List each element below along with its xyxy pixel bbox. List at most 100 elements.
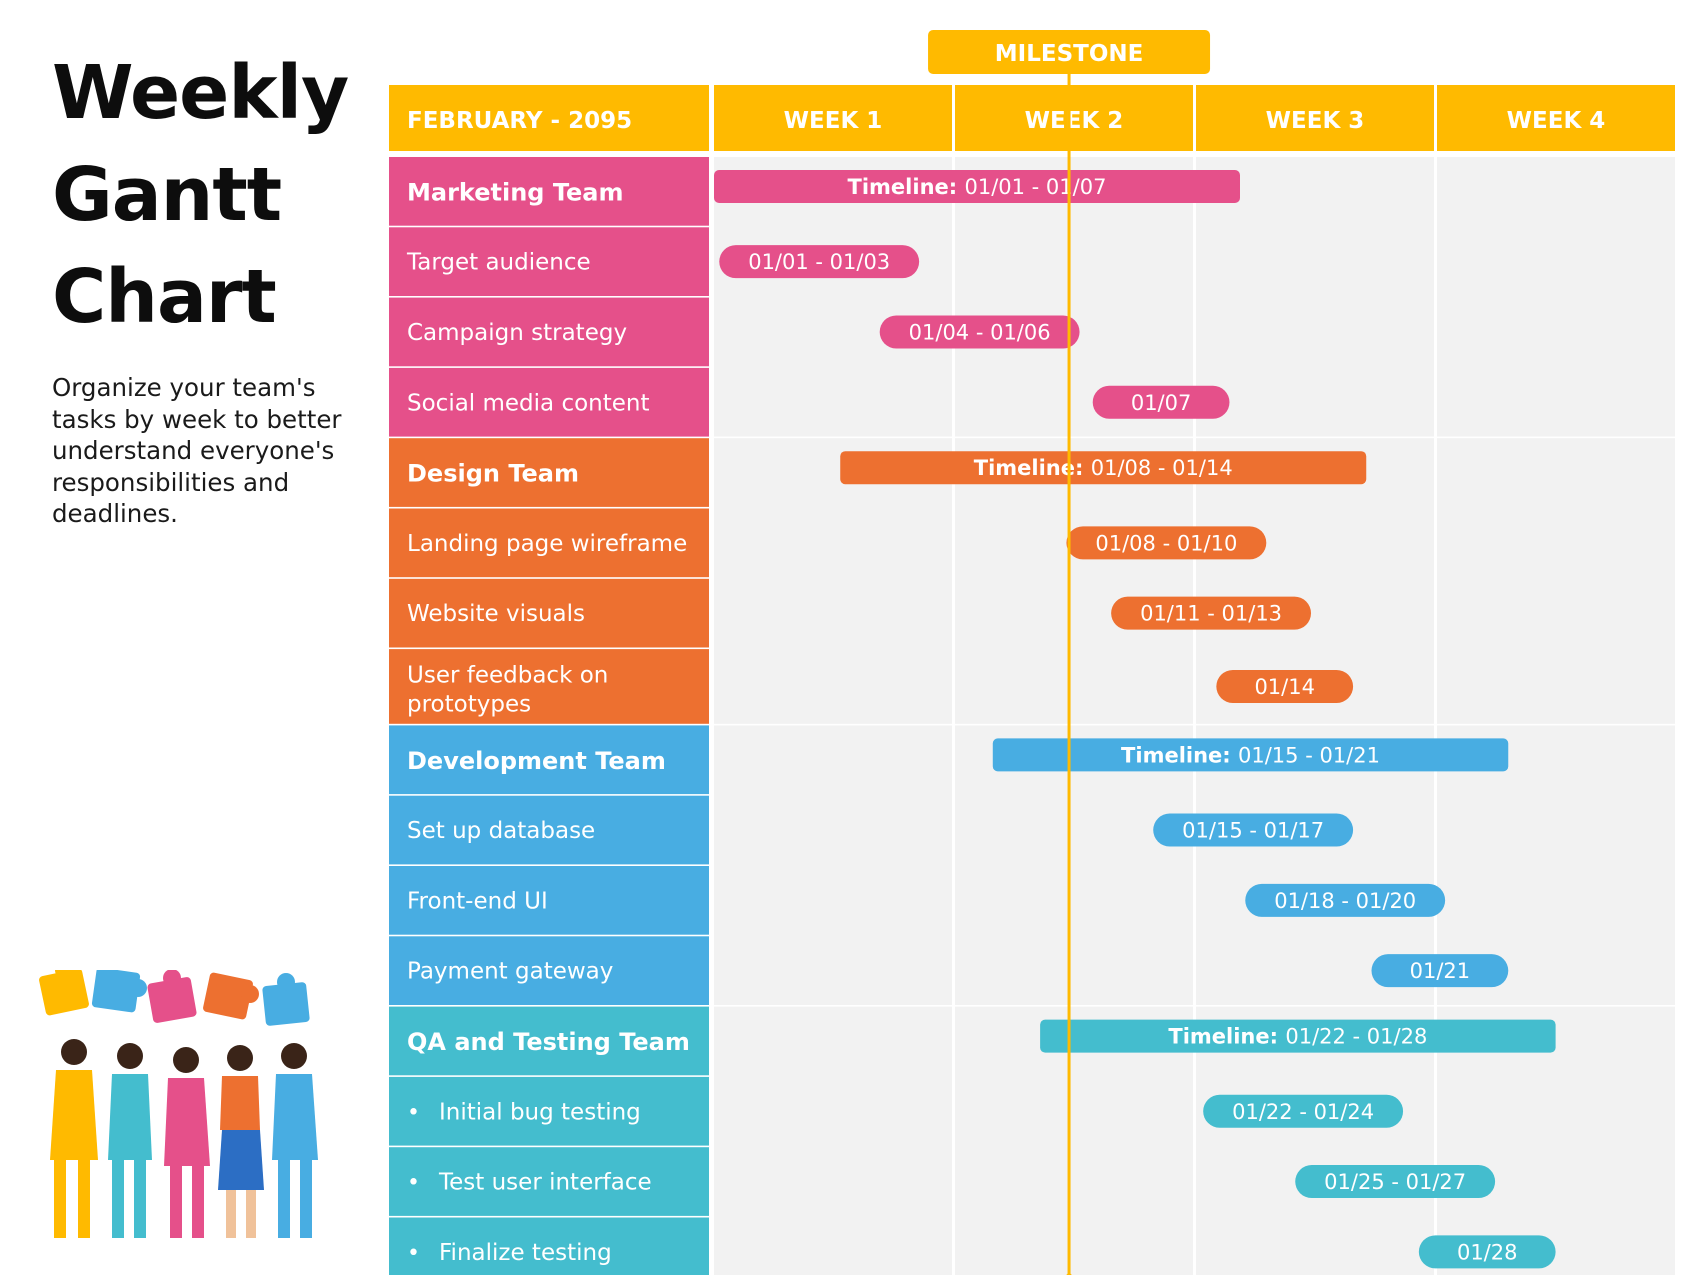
task-name: Front-end UI [407, 888, 548, 914]
task-label-cell [389, 866, 709, 935]
grid-cell [1437, 438, 1675, 724]
task-name: Payment gateway [407, 959, 613, 985]
task-name: prototypes [407, 691, 531, 717]
task-bar [1418, 1235, 1556, 1269]
team-name: Marketing Team [407, 178, 624, 206]
task-label-cell [389, 367, 709, 437]
week-header-cell [1196, 85, 1434, 151]
task-bar [1092, 385, 1230, 419]
task-name: Finalize testing [439, 1240, 612, 1266]
task-label-cell [389, 508, 709, 578]
task-bar [719, 245, 920, 279]
page-title: Weekly Gantt Chart [52, 42, 382, 348]
title-line-2: Gantt [52, 152, 282, 238]
task-bar [1153, 813, 1354, 847]
bullet-icon: • [407, 1241, 420, 1266]
task-name: Set up database [407, 818, 595, 844]
team-label-cell [389, 438, 709, 507]
grid-cell [714, 1006, 952, 1275]
task-label-cell [389, 1147, 709, 1216]
grid-cell [955, 438, 1193, 724]
task-name: Initial bug testing [439, 1099, 641, 1125]
period-label: FEBRUARY - 2095 [407, 108, 632, 134]
task-label-cell [389, 297, 709, 367]
task-name: Target audience [406, 250, 591, 276]
week-header-cell [1437, 85, 1675, 151]
team-name: QA and Testing Team [407, 1028, 690, 1056]
team-label-cell [389, 725, 709, 795]
task-label-cell [389, 578, 709, 648]
task-date-label: 01/11 - 01/13 [1140, 602, 1282, 626]
task-date-label: 01/21 [1410, 959, 1471, 983]
task-date-label: 01/18 - 01/20 [1274, 889, 1416, 913]
task-bar [1371, 954, 1509, 988]
task-label-cell [389, 1076, 709, 1146]
task-name: Website visuals [407, 601, 585, 627]
grid-cell [1437, 157, 1675, 437]
week-label: WEEK 3 [1266, 108, 1365, 134]
team-timeline-bar [992, 738, 1509, 772]
team-label-cell [389, 157, 709, 226]
team-timeline-bar [840, 451, 1367, 485]
task-label-cell [389, 649, 709, 724]
team-name: Design Team [407, 460, 579, 488]
milestone-diamond-icon [1066, 1272, 1072, 1275]
team-timeline-bar [714, 170, 1240, 203]
milestone-badge [928, 30, 1211, 74]
team-group: QA and Testing Team • Initial bug testing •… [389, 1006, 1675, 1275]
task-label-cell [389, 936, 709, 1005]
task-date-label: 01/15 - 01/17 [1182, 819, 1324, 843]
period-header-cell [389, 85, 709, 151]
bullet-icon: • [407, 1100, 420, 1125]
grid-cell [714, 725, 952, 1005]
task-name: Social media content [407, 390, 650, 416]
team-puzzle-illustration [39, 970, 318, 1238]
title-line-1: Weekly [52, 50, 349, 136]
timeline-label: Timeline: 01/15 - 01/21 [1121, 743, 1380, 767]
task-bar [1111, 596, 1312, 630]
team-timeline-bar [1040, 1019, 1556, 1053]
description-text: Organize your team's tasks by week to be… [52, 373, 342, 528]
people-group-icon [50, 1039, 318, 1238]
grid-cell [955, 725, 1193, 1005]
task-bar [1203, 1094, 1404, 1128]
task-bar [1066, 526, 1267, 560]
task-bar [1295, 1165, 1496, 1199]
task-bar [879, 315, 1080, 349]
task-label-cell [389, 227, 709, 296]
task-name: Landing page wireframe [407, 531, 687, 557]
timeline-label: Timeline: 01/22 - 01/28 [1168, 1025, 1427, 1049]
bullet-icon: • [407, 1171, 420, 1196]
milestone-label: MILESTONE [995, 41, 1144, 67]
grid-cell [714, 157, 952, 437]
task-date-label: 01/14 [1254, 675, 1315, 699]
timeline-label: Timeline: 01/08 - 01/14 [974, 456, 1233, 480]
week-header-cell [714, 85, 952, 151]
puzzle-piece-icon [39, 970, 310, 1026]
task-name: User feedback on [407, 662, 608, 688]
grid-cell [1196, 157, 1434, 437]
team-label-cell [389, 1006, 709, 1076]
task-name: Campaign strategy [407, 320, 627, 346]
task-date-label: 01/08 - 01/10 [1095, 531, 1237, 555]
week-label: WEEK 1 [784, 108, 883, 134]
task-date-label: 01/01 - 01/03 [748, 250, 890, 274]
task-date-label: 01/28 [1457, 1240, 1518, 1264]
milestone-marker: MILESTONE [928, 30, 1211, 1275]
task-bar [1245, 883, 1446, 917]
title-line-3: Chart [52, 254, 277, 340]
team-name: Development Team [407, 747, 666, 775]
task-label-cell [389, 795, 709, 865]
task-bar [1216, 669, 1354, 703]
task-date-label: 01/07 [1131, 391, 1192, 415]
week-header-cell [955, 85, 1193, 151]
task-date-label: 01/22 - 01/24 [1232, 1100, 1374, 1124]
grid-cell [714, 438, 952, 724]
task-name: Test user interface [438, 1170, 652, 1196]
week-label: WEEK 4 [1507, 108, 1606, 134]
